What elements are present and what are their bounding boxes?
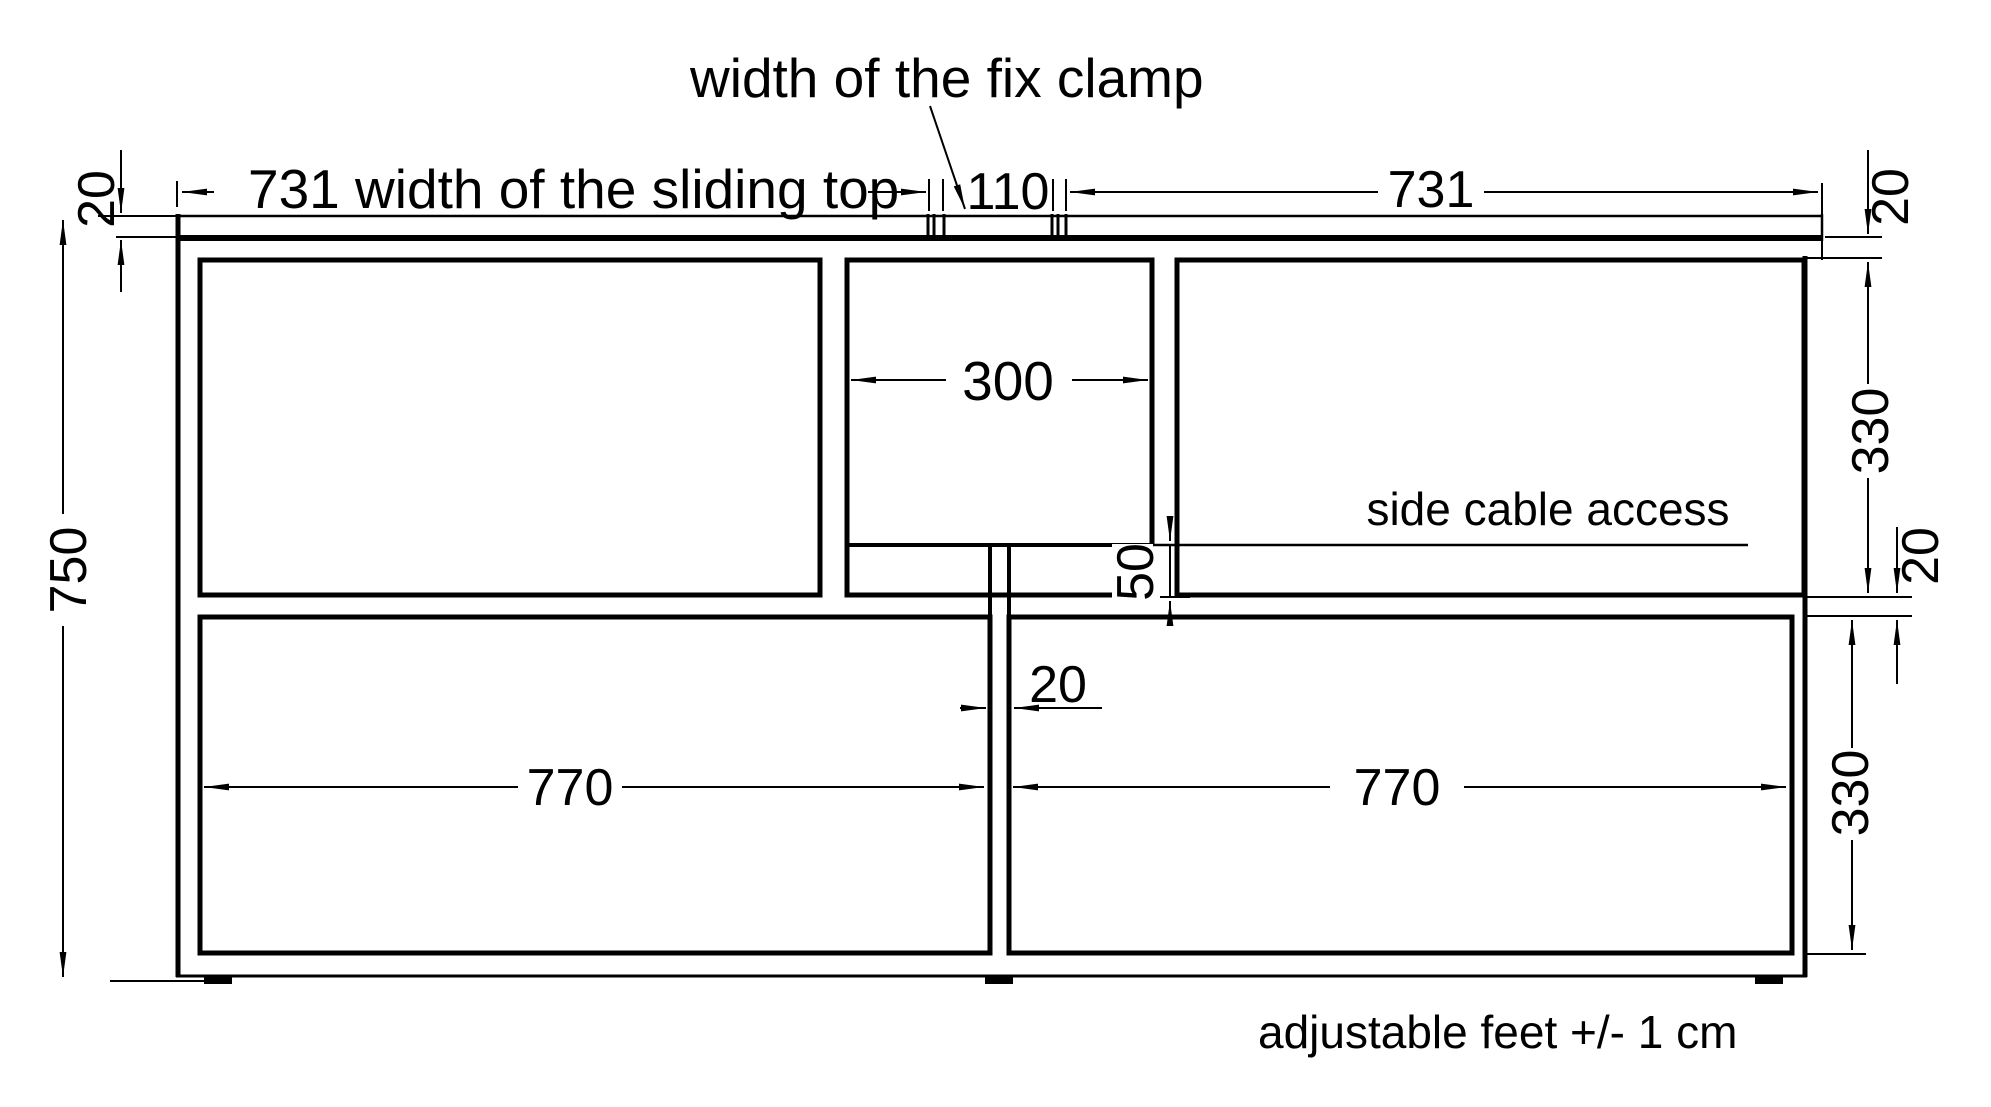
sliding-top-width-label: 731 width of the sliding top bbox=[248, 158, 899, 220]
fix-clamp-leader-line bbox=[929, 105, 966, 210]
fix-clamp-label: width of the fix clamp bbox=[689, 47, 1204, 109]
fix-clamp-right bbox=[1050, 214, 1068, 238]
upper-left-compartment bbox=[197, 257, 823, 598]
overall-height-label: 750 bbox=[40, 527, 98, 614]
top-width-right-label: 731 bbox=[1388, 161, 1475, 219]
foot-middle bbox=[985, 977, 1013, 984]
left-dimension-column: 20 750 bbox=[40, 150, 205, 982]
drawer-width-right-label: 770 bbox=[1354, 759, 1441, 817]
drawer-divider-walls bbox=[988, 547, 1011, 953]
fix-clamp-left bbox=[926, 214, 946, 238]
niche-width-label: 300 bbox=[962, 350, 1054, 412]
side-cable-access-label: side cable access bbox=[1366, 483, 1729, 535]
shelf-thickness-label: 20 bbox=[1892, 527, 1950, 585]
thickness-top-right-label: 20 bbox=[1862, 168, 1920, 226]
drawer-width-left-label: 770 bbox=[527, 759, 614, 817]
adjustable-feet-note: adjustable feet +/- 1 cm bbox=[1258, 1006, 1737, 1058]
fix-clamp-marks bbox=[926, 214, 1068, 238]
cabinet-body bbox=[175, 214, 1808, 984]
middle-compartment bbox=[844, 257, 1155, 598]
top-dimension-row: 731 width of the sliding top 110 731 wid… bbox=[176, 47, 1823, 260]
foot-left bbox=[204, 977, 232, 984]
divider-thickness-label: 20 bbox=[1029, 656, 1087, 714]
foot-right bbox=[1755, 977, 1783, 984]
clamp-width-label: 110 bbox=[967, 163, 1050, 221]
cable-slot-label-mask bbox=[1112, 544, 1160, 604]
upper-right-compartment bbox=[1174, 257, 1807, 598]
cable-slot-height-label: 50 bbox=[1107, 543, 1165, 601]
clamp-extension-ticks bbox=[928, 179, 1067, 211]
middle-dimensions: 300 50 side cable access 20 770 770 bbox=[204, 350, 1786, 817]
thickness-top-left-label: 20 bbox=[68, 170, 126, 228]
right-drawer-compartment bbox=[1006, 614, 1795, 956]
upper-niche-height-label: 330 bbox=[1842, 388, 1900, 475]
right-dimension-column: 20 330 20 330 bbox=[1807, 150, 1950, 955]
left-drawer-compartment bbox=[197, 614, 993, 956]
lower-niche-height-label: 330 bbox=[1822, 750, 1880, 837]
